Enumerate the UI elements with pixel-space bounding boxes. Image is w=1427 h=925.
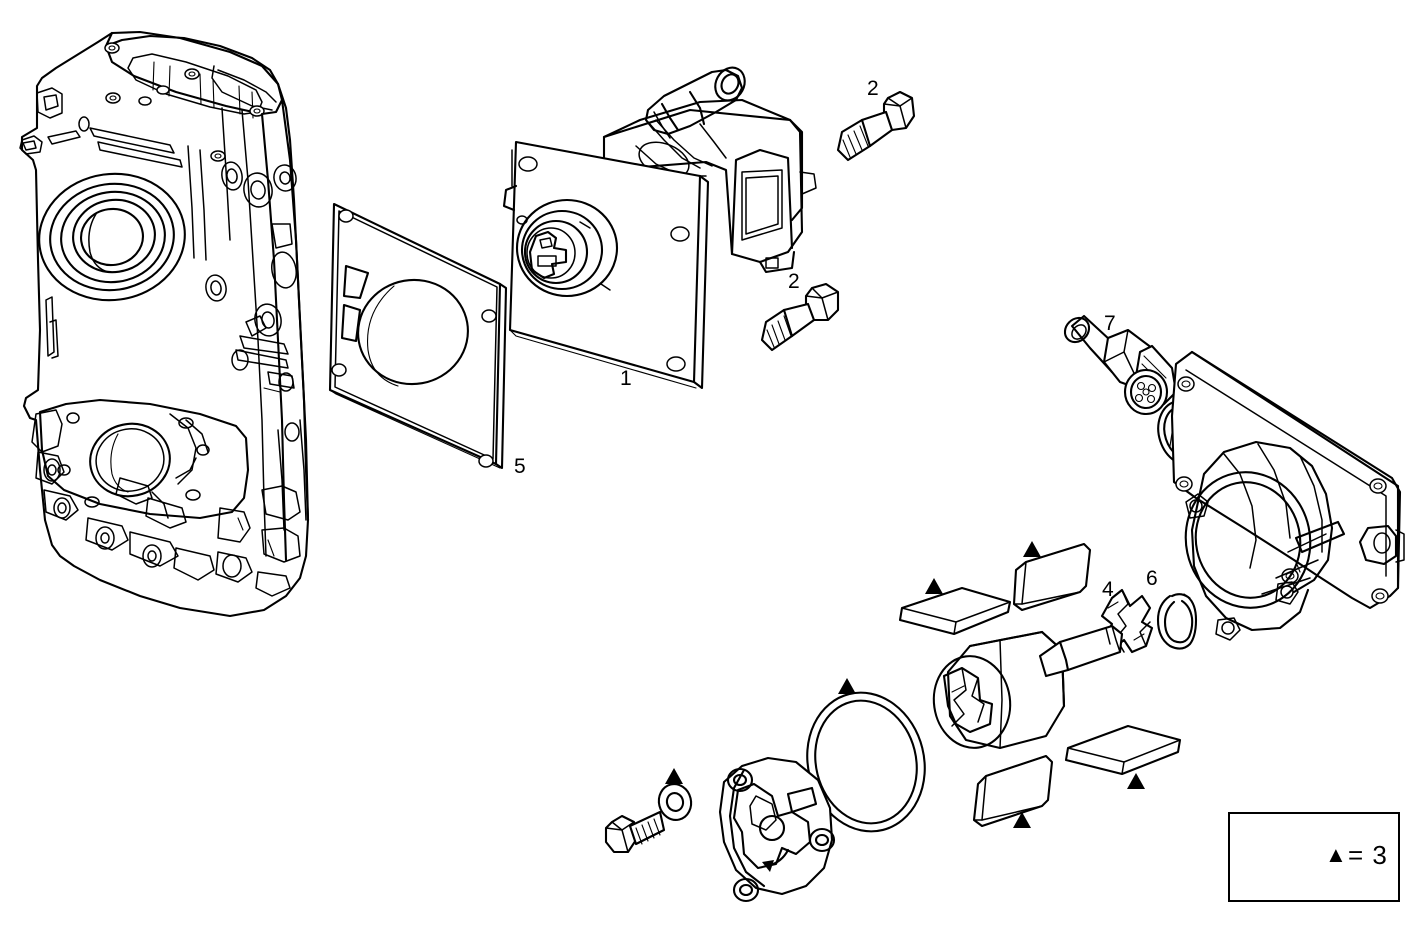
snap-ring [1156, 593, 1198, 650]
legend-triangle-symbol: ▲ [1325, 842, 1348, 867]
wear-plate-upper [1012, 542, 1092, 612]
callout-2-lower: 2 [788, 270, 800, 293]
triangle-marker [925, 578, 943, 594]
legend-equals-text: = 3 [1348, 840, 1388, 870]
rear-housing [1170, 350, 1405, 641]
callout-7: 7 [1104, 312, 1116, 335]
repair-kit-legend-box [1228, 812, 1400, 902]
wear-plate-right [1064, 724, 1182, 776]
hex-bolt-lower [760, 282, 840, 352]
cover-bolt [604, 810, 666, 854]
callout-2-upper: 2 [867, 77, 879, 100]
sealing-washer [657, 783, 693, 821]
callout-5: 5 [514, 455, 526, 478]
transmission-housing [19, 30, 310, 618]
callout-1: 1 [620, 367, 632, 390]
triangle-marker [1127, 773, 1145, 789]
callout-4: 4 [1102, 578, 1114, 601]
pump-body [502, 66, 817, 390]
triangle-markers [665, 541, 1145, 828]
triangle-marker [665, 768, 683, 784]
end-cover [718, 756, 836, 903]
triangle-marker [838, 678, 856, 694]
hex-bolt-upper [836, 90, 916, 162]
callout-6: 6 [1146, 567, 1158, 590]
electrical-connector [1063, 314, 1178, 416]
triangle-marker [1023, 541, 1041, 557]
rotor-assembly [932, 624, 1124, 750]
wear-plate-lower [972, 754, 1054, 828]
wear-plate-left [898, 586, 1012, 636]
triangle-marker [1013, 812, 1031, 828]
mounting-gasket [328, 202, 508, 470]
